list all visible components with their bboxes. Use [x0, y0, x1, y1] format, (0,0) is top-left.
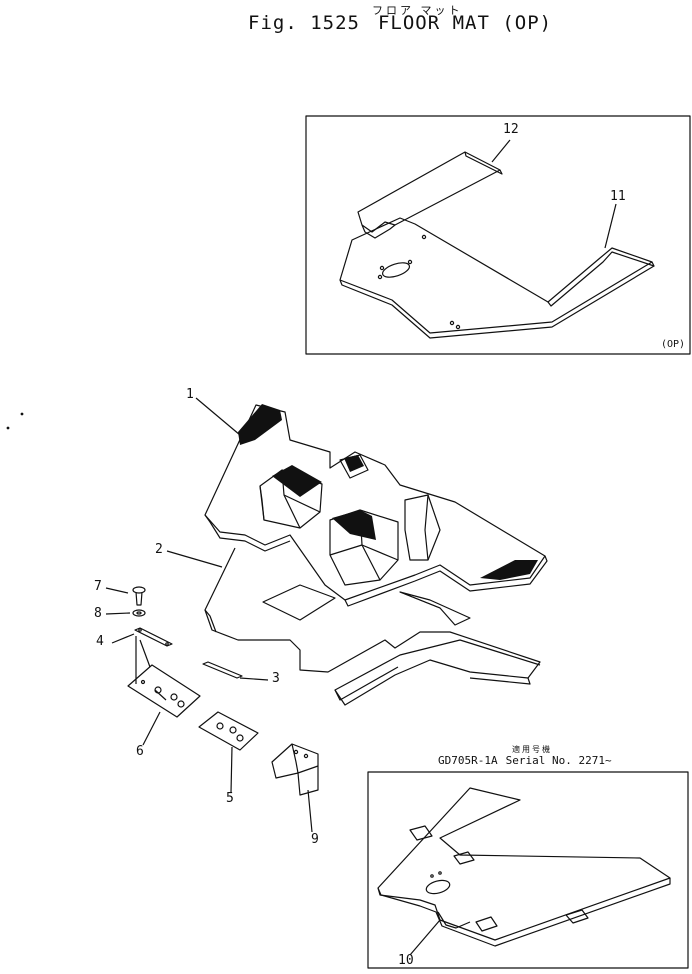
model-code: GD705R-1A [438, 754, 498, 767]
leader-11 [604, 203, 617, 249]
leader-6 [142, 711, 161, 746]
leader-7 [105, 587, 129, 594]
part-1-hatching [238, 404, 538, 580]
callout-6: 6 [136, 744, 144, 759]
part-2-mat [204, 547, 541, 706]
serial-number: Serial No. 2271~ [505, 754, 612, 767]
callout-2: 2 [155, 542, 163, 557]
title-ruby: フロア マット [372, 4, 463, 17]
callout-11: 11 [610, 189, 626, 204]
leader-4 [111, 633, 135, 644]
option-frame [305, 115, 691, 355]
callout-5: 5 [226, 791, 234, 806]
leader-9 [307, 789, 313, 833]
part-6-plate [127, 664, 201, 718]
part-8-washer [132, 609, 146, 617]
serial-ruby: 適用号機 [512, 745, 552, 754]
option-tag: (OP) [661, 339, 686, 350]
page-title: Fig. 1525 FLOOR MAT (OP) [248, 12, 570, 34]
part-4-bar [134, 627, 173, 647]
leader-1 [195, 397, 241, 436]
part-10-mat [377, 787, 671, 947]
part-2-cutout [262, 584, 336, 621]
leader-5 [230, 746, 233, 794]
part-3-strip [202, 661, 243, 679]
leader-2 [166, 550, 223, 568]
callout-10: 10 [398, 953, 414, 968]
figure-number: Fig. 1525 [248, 12, 360, 34]
callout-12: 12 [503, 122, 519, 137]
assembly-line-4-6b [139, 639, 151, 668]
callout-9: 9 [311, 832, 319, 847]
figure-title: FLOOR MAT (OP) [377, 12, 553, 34]
serial-caption: GD705R-1A Serial No. 2271~ [438, 754, 620, 767]
leader-10 [409, 919, 441, 956]
serial-frame [367, 771, 689, 969]
part-11-mat [339, 217, 655, 339]
part-12-mat [357, 151, 503, 239]
callout-7: 7 [94, 579, 102, 594]
leader-8 [105, 612, 131, 615]
leader-3 [239, 677, 269, 681]
callout-3: 3 [272, 671, 280, 686]
part-7-screw [132, 586, 146, 606]
callout-1: 1 [186, 387, 194, 402]
callout-8: 8 [94, 606, 102, 621]
part-5-plate [198, 711, 259, 751]
part-9-cover [271, 743, 319, 796]
callout-4: 4 [96, 634, 104, 649]
leader-12 [491, 139, 511, 163]
part-1-mat [204, 404, 548, 607]
